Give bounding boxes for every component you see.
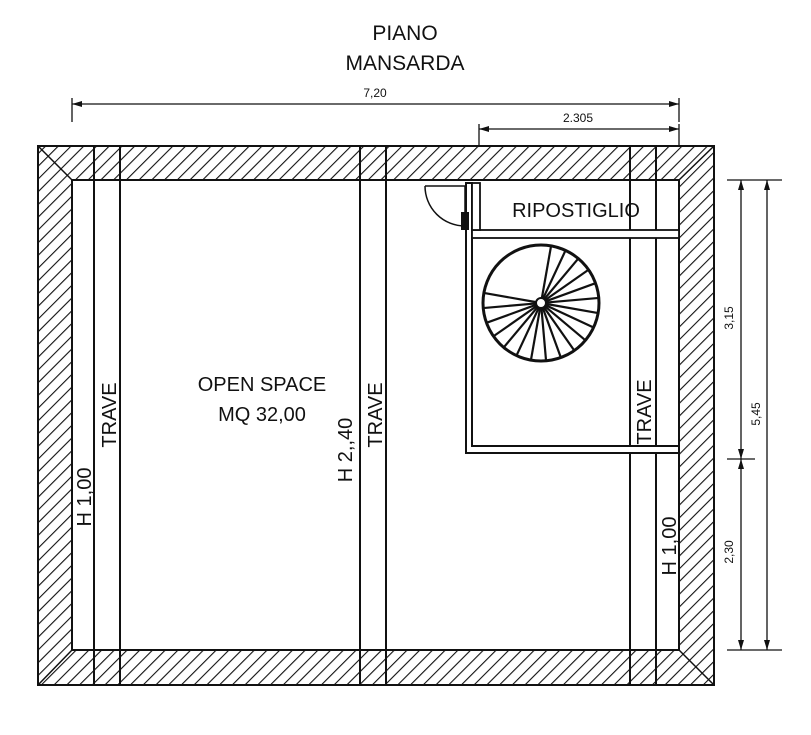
dimension-lower-depth-label: 2,30 (722, 540, 736, 564)
dimension-total-depth-label: 5,45 (749, 402, 763, 426)
dimension-storage-width-label: 2.305 (563, 111, 593, 125)
stair-tread (529, 307, 542, 361)
beam-label-right: TRAVE (634, 379, 656, 444)
spiral-staircase (481, 243, 601, 363)
stair-tread (515, 307, 540, 357)
stair-tread (543, 257, 580, 300)
storage-partition (471, 182, 680, 239)
stair-tread (486, 303, 537, 324)
room-label-storage: RIPOSTIGLIO (512, 200, 640, 222)
dimension-total-width-label: 7,20 (363, 86, 387, 100)
dimension-vertical-partials (727, 179, 782, 651)
dimension-upper-depth-label: 3,15 (722, 306, 736, 330)
dimension-storage-width (478, 124, 680, 145)
beam-label-left: TRAVE (99, 382, 121, 447)
stair-tread (502, 306, 539, 349)
stair-tread (544, 305, 587, 342)
stair-tread (483, 291, 537, 304)
beam-center (359, 146, 387, 685)
room-label-open-space: OPEN SPACE (198, 374, 327, 396)
stair-tread (540, 307, 548, 361)
dimension-total-width (71, 98, 680, 122)
plan-title-line2: MANSARDA (345, 52, 464, 75)
stair-tread (545, 296, 599, 304)
stair-tread (545, 304, 595, 329)
exterior-walls (37, 145, 715, 686)
room-label-area: MQ 32,00 (218, 404, 306, 426)
stair-center-post (535, 297, 547, 309)
stair-tread (492, 304, 538, 338)
storage-door (424, 185, 469, 230)
stair-tread (483, 302, 537, 310)
height-label-left: H 1,00 (74, 468, 96, 527)
height-label-right: H 1,00 (659, 517, 681, 576)
stair-tread (540, 245, 553, 299)
stair-tread (545, 302, 599, 315)
stair-tread (544, 268, 590, 302)
beam-left (93, 146, 121, 685)
stair-tread (541, 307, 562, 358)
stair-tread (542, 306, 576, 352)
plan-title-line1: PIANO (372, 22, 437, 45)
dimension-vertical-total (764, 180, 770, 650)
stair-tread (545, 282, 596, 303)
height-label-center: H 2,,40 (335, 418, 357, 482)
stair-tread (542, 249, 567, 299)
beam-label-center: TRAVE (365, 382, 387, 447)
